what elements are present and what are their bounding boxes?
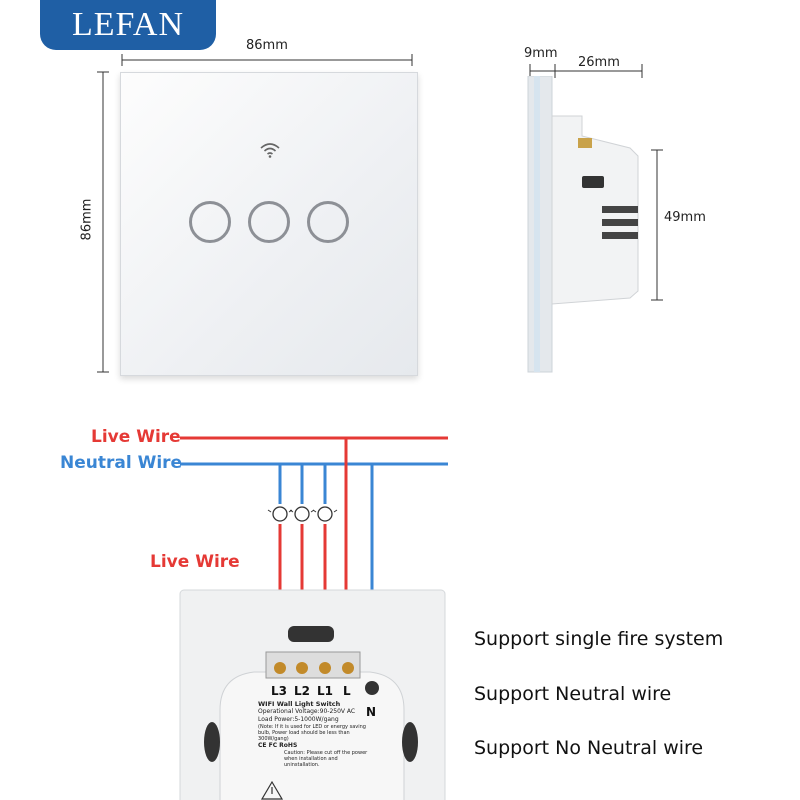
bulb-icon xyxy=(312,506,338,522)
terminal-label: N xyxy=(366,705,377,719)
bulb-icon xyxy=(289,506,315,522)
switch-side-view xyxy=(527,76,639,373)
neutral-wire-label: Neutral Wire xyxy=(60,453,183,473)
terminal-label: L2 xyxy=(294,684,310,698)
module-power: Load Power:5-1000W/gang xyxy=(258,716,339,723)
touch-button-2[interactable] xyxy=(248,201,290,243)
module-caution: Caution: Please cut off the power when i… xyxy=(284,750,368,768)
terminal-label: L xyxy=(343,684,351,698)
wiring-diagram xyxy=(179,436,448,800)
module-label: WIFI Wall Light Switch Operational Volta… xyxy=(258,700,370,768)
module-title: WIFI Wall Light Switch xyxy=(258,700,341,708)
live-wire-label-mid: Live Wire xyxy=(150,552,240,572)
touch-button-1[interactable] xyxy=(189,201,231,243)
side-height-label: 49mm xyxy=(664,210,706,225)
warning-icon xyxy=(260,780,284,800)
touch-button-3[interactable] xyxy=(307,201,349,243)
module-voltage: Operational Voltage:90-250V AC xyxy=(258,708,356,715)
switch-front-panel xyxy=(120,72,418,376)
brand-logo: LEFAN xyxy=(40,0,216,50)
front-height-label: 86mm xyxy=(79,198,95,241)
feature-neutral: Support Neutral wire xyxy=(474,683,672,705)
side-depth-label: 26mm xyxy=(578,55,620,70)
feature-single-fire: Support single fire system xyxy=(474,628,724,650)
live-wire-label: Live Wire xyxy=(91,427,181,447)
bulb-icon xyxy=(267,506,293,522)
terminal-label: L1 xyxy=(317,684,333,698)
feature-no-neutral: Support No Neutral wire xyxy=(474,737,704,759)
terminal-label: L3 xyxy=(271,684,287,698)
module-note: (Note: If it is used for LED or energy s… xyxy=(258,724,366,742)
front-width-label: 86mm xyxy=(246,38,288,53)
module-marks: CE FC RoHS xyxy=(258,742,298,749)
side-panel-label: 9mm xyxy=(524,46,558,61)
wifi-icon xyxy=(260,143,280,158)
